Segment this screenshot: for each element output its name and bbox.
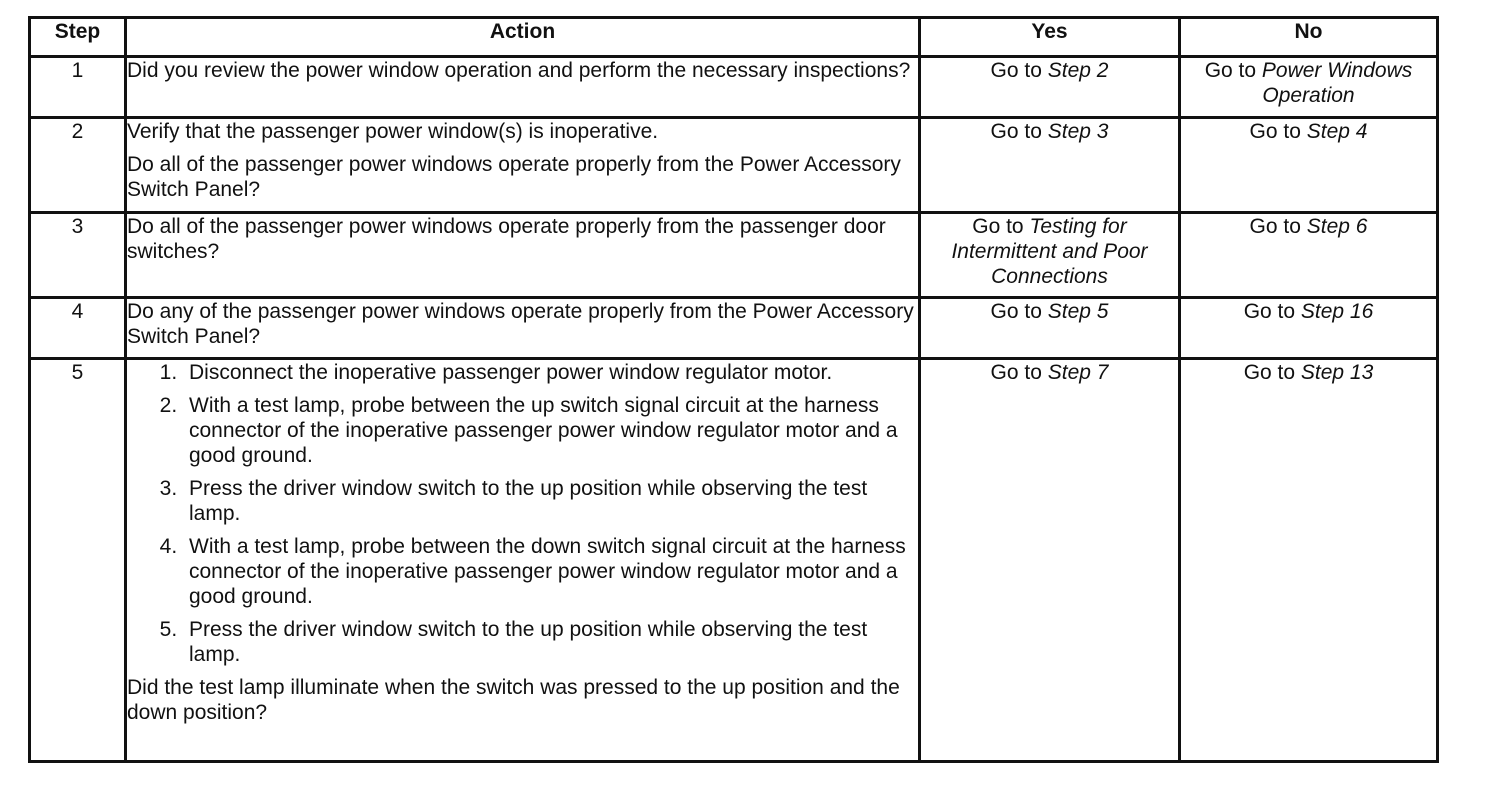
yes-reference: Step 3 [1047, 120, 1109, 143]
yes-result: Go to Step 7 [921, 360, 1178, 385]
action-text: Do all of the passenger power windows op… [127, 153, 901, 201]
header-action: Action [124, 16, 921, 58]
yes-reference: Testing for Intermittent and Poor Connec… [951, 215, 1148, 288]
no-prefix: Go to [1249, 215, 1307, 238]
header-step: Step [28, 16, 127, 58]
action-cell: Do all of the passenger power windows op… [124, 211, 921, 299]
no-cell: Go to Power Windows Operation [1178, 55, 1439, 119]
yes-prefix: Go to [990, 361, 1048, 384]
no-result: Go to Step 16 [1181, 299, 1436, 324]
yes-prefix: Go to [990, 120, 1048, 143]
action-step-item: Press the driver window switch to the up… [183, 476, 918, 526]
header-row: Step Action Yes No [28, 16, 1439, 58]
no-result: Go to Step 4 [1181, 119, 1436, 144]
action-cell: Verify that the passenger power window(s… [124, 116, 921, 214]
yes-reference: Step 2 [1047, 59, 1109, 82]
yes-result: Go to Step 3 [921, 119, 1178, 144]
no-cell: Go to Step 6 [1178, 211, 1439, 299]
action-step-item: Disconnect the inoperative passenger pow… [183, 360, 918, 385]
no-reference: Step 4 [1306, 120, 1368, 143]
yes-result: Go to Step 2 [921, 58, 1178, 83]
yes-reference: Step 5 [1047, 300, 1109, 323]
yes-cell: Go to Testing for Intermittent and Poor … [918, 211, 1181, 299]
action-text: Do all of the passenger power windows op… [127, 215, 886, 263]
step-cell: 4 [28, 296, 127, 360]
action-steps-list: Disconnect the inoperative passenger pow… [127, 360, 918, 667]
no-prefix: Go to [1243, 300, 1301, 323]
no-cell: Go to Step 16 [1178, 296, 1439, 360]
no-prefix: Go to [1243, 361, 1301, 384]
no-reference: Step 6 [1306, 215, 1368, 238]
no-prefix: Go to [1249, 120, 1307, 143]
step-cell: 5 [28, 357, 127, 763]
yes-result: Go to Step 5 [921, 299, 1178, 324]
no-reference: Step 16 [1300, 300, 1374, 323]
action-step-item: With a test lamp, probe between the down… [183, 534, 918, 609]
no-cell: Go to Step 13 [1178, 357, 1439, 763]
action-text: Do any of the passenger power windows op… [127, 300, 914, 348]
no-reference: Power Windows Operation [1261, 59, 1413, 107]
yes-result: Go to Testing for Intermittent and Poor … [921, 214, 1178, 289]
yes-prefix: Go to [990, 300, 1048, 323]
action-step-item: Press the driver window switch to the up… [183, 617, 918, 667]
action-text: Verify that the passenger power window(s… [127, 120, 659, 143]
yes-cell: Go to Step 5 [918, 296, 1181, 360]
action-text: Did you review the power window operatio… [127, 59, 911, 82]
yes-cell: Go to Step 3 [918, 116, 1181, 214]
table-row: 5 Disconnect the inoperative passenger po… [28, 357, 1439, 763]
no-cell: Go to Step 4 [1178, 116, 1439, 214]
no-result: Go to Step 6 [1181, 214, 1436, 239]
no-result: Go to Step 13 [1181, 360, 1436, 385]
action-step-item: With a test lamp, probe between the up s… [183, 393, 918, 468]
yes-reference: Step 7 [1047, 361, 1109, 384]
yes-cell: Go to Step 2 [918, 55, 1181, 119]
step-cell: 2 [28, 116, 127, 214]
action-cell: Do any of the passenger power windows op… [124, 296, 921, 360]
action-cell: Disconnect the inoperative passenger pow… [124, 357, 921, 763]
header-no: No [1178, 16, 1439, 58]
yes-prefix: Go to [990, 59, 1048, 82]
step-cell: 3 [28, 211, 127, 299]
no-result: Go to Power Windows Operation [1181, 58, 1436, 108]
yes-prefix: Go to [972, 215, 1030, 238]
action-question: Did the test lamp illuminate when the sw… [127, 676, 900, 724]
no-reference: Step 13 [1300, 361, 1374, 384]
header-yes: Yes [918, 16, 1181, 58]
action-cell: Did you review the power window operatio… [124, 55, 921, 119]
step-cell: 1 [28, 55, 127, 119]
no-prefix: Go to [1204, 59, 1262, 82]
yes-cell: Go to Step 7 [918, 357, 1181, 763]
